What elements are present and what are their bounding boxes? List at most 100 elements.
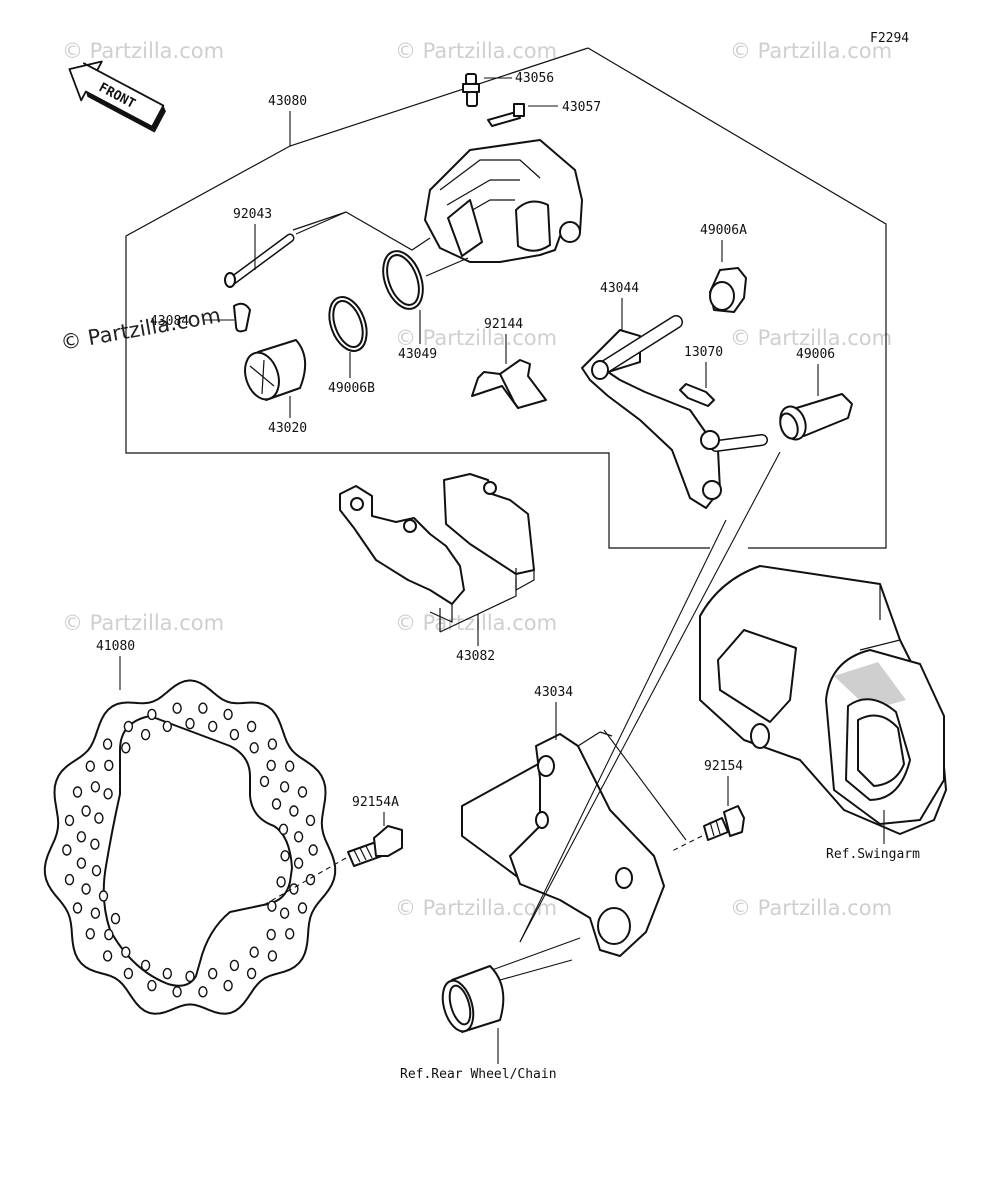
disc-vent-hole [85,760,96,772]
brake-pad-right [443,473,535,592]
disc-vent-hole [110,912,121,925]
disc-vent-hole [76,831,87,843]
caliper-piston [244,339,307,401]
disc-vent-hole [293,831,304,843]
ref-rear-wheel-chain: Ref.Rear Wheel/Chain [400,1067,557,1082]
swingarm-reference [699,565,947,835]
disc-vent-hole [249,946,259,958]
part-number-43082: 43082 [456,649,495,664]
disc-vent-hole [285,760,295,772]
disc-vent-hole [140,728,151,741]
disc-vent-hole [123,720,134,733]
disc-vent-hole [147,979,157,992]
ref-swingarm: Ref.Swingarm [826,847,920,862]
disc-vent-hole [207,967,218,980]
part-number-43057: 43057 [562,100,601,115]
diagram-code: F2294 [870,31,909,46]
disc-vent-hole [278,823,289,835]
disc-vent-hole [104,928,114,941]
watermark: © Partzilla.com [62,611,224,635]
dust-seal [382,250,424,310]
disc-vent-hole [91,865,102,877]
disc-vent-hole [81,805,91,817]
disc-vent-hole [293,857,304,869]
disc-vent-hole [102,738,113,750]
caliper-assembly-frame [587,47,887,549]
disc-vent-hole [62,844,72,856]
disc-bolt [347,825,403,867]
disc-vent-hole [266,928,276,941]
disc-vent-hole [229,959,240,972]
wheel-collar [441,965,505,1033]
bleeder-cap [487,103,525,127]
disc-vent-hole [279,907,290,919]
disc-vent-hole [103,788,113,800]
disc-vent-hole [121,742,131,754]
disc-vent-hole [285,928,295,940]
part-number-49006: 49006 [796,347,835,362]
brake-disc [43,679,337,1015]
disc-vent-hole [81,883,91,895]
watermark: © Partzilla.com [730,39,892,63]
disc-vent-hole [90,781,101,793]
part-number-49006B: 49006B [328,381,375,396]
part-number-43084: 43084 [150,314,189,329]
disc-vent-hole [246,720,257,733]
disc-vent-hole [280,850,290,862]
caliper-holder [581,315,768,509]
disc-vent-hole [297,902,308,914]
watermark-prominent: © Partzilla.com [59,303,223,355]
part-number-92154A: 92154A [352,795,399,810]
part-number-43056: 43056 [515,71,554,86]
rubber-boot-a [709,267,747,313]
clip [233,302,251,333]
disc-vent-hole [267,900,277,912]
disc-vent-hole [223,979,233,992]
disc-vent-hole [64,873,75,886]
disc-vent-hole [267,738,278,750]
disc-vent-hole [305,814,316,827]
part-number-43020: 43020 [268,421,307,436]
slide-pin [224,233,295,288]
disc-vent-hole [90,838,100,850]
disc-vent-hole [271,798,282,810]
part-number-92043: 92043 [233,207,272,222]
disc-vent-hole [76,857,87,869]
disc-vent-hole [104,759,114,772]
watermark: © Partzilla.com [395,326,557,350]
piston-seal [328,296,368,352]
disc-vent-hole [85,928,96,940]
disc-vent-hole [223,708,233,721]
watermark: © Partzilla.com [730,896,892,920]
disc-vent-hole [64,814,75,827]
disc-vent-hole [162,720,173,733]
disc-vent-hole [198,986,208,998]
disc-vent-hole [259,775,270,788]
bracket-bolt [703,805,745,841]
disc-vent-hole [94,812,104,824]
watermark: © Partzilla.com [730,326,892,350]
disc-vent-hole [72,786,83,798]
disc-vent-hole [185,970,195,983]
bleeder-valve [462,73,480,107]
caliper-bracket [461,731,665,957]
disc-vent-hole [229,728,240,741]
part-number-41080: 41080 [96,639,135,654]
part-number-43080: 43080 [268,94,307,109]
brake-pad-left [339,485,465,623]
pad-bracket-frame [439,568,517,633]
disc-vent-hole [123,967,134,980]
disc-vent-hole [162,967,173,980]
disc-vent-hole [121,946,131,958]
watermark: © Partzilla.com [395,39,557,63]
disc-vent-hole [102,950,113,962]
disc-vent-hole [147,708,157,721]
disc-vent-hole [172,986,182,998]
caliper-subframe [292,211,431,251]
disc-vent-hole [72,902,83,914]
part-number-92144: 92144 [484,317,523,332]
disc-vent-hole [297,786,308,798]
part-number-13070: 13070 [684,345,723,360]
disc-vent-hole [207,720,218,733]
